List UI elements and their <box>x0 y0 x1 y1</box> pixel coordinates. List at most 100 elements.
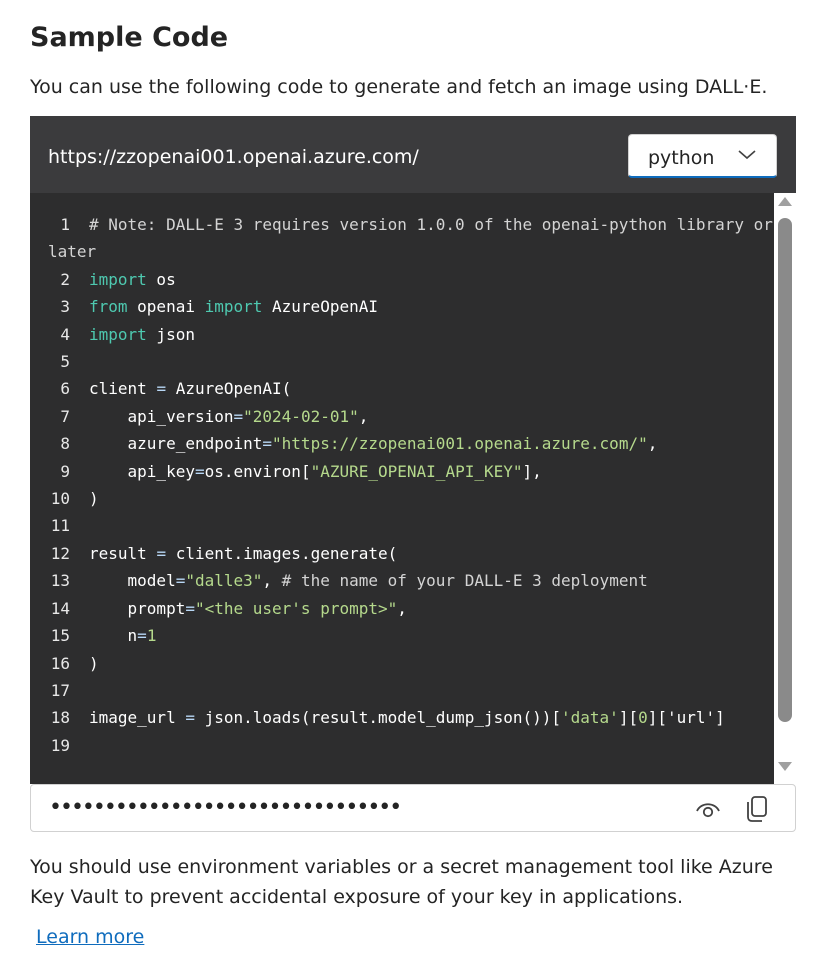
api-key-field[interactable]: •••••••••••••••••••••••••••••••• <box>30 784 796 832</box>
language-dropdown[interactable]: python <box>628 134 777 178</box>
line-number: 15 <box>50 626 70 646</box>
code-token: 1 <box>146 626 157 646</box>
section-title: Sample Code <box>30 22 229 53</box>
code-token: image_url <box>89 708 186 728</box>
code-token: azure_endpoint <box>89 434 263 454</box>
code-token: ], <box>522 461 542 481</box>
code-token: api_version <box>89 406 234 426</box>
code-line: 11 <box>30 512 774 539</box>
security-note: You should use environment variables or … <box>30 856 773 908</box>
code-scrollbar[interactable] <box>774 193 796 784</box>
api-key-masked-value: •••••••••••••••••••••••••••••••• <box>49 795 402 820</box>
code-token: ]['url'] <box>647 708 725 728</box>
line-number: 18 <box>50 708 70 728</box>
scrollbar-thumb[interactable] <box>778 218 792 722</box>
code-token: model <box>89 571 176 591</box>
code-token: os.environ[ <box>204 461 311 481</box>
line-number: 9 <box>60 461 70 481</box>
code-token: ) <box>89 653 99 673</box>
scroll-down-arrow-icon[interactable] <box>778 762 792 771</box>
code-line: 15 n=1 <box>30 622 774 649</box>
code-token: client.images.generate( <box>166 543 398 563</box>
code-token: AzureOpenAI <box>262 297 378 317</box>
language-dropdown-value: python <box>648 147 715 169</box>
code-token: api_key <box>89 461 195 481</box>
code-token: = <box>194 461 205 481</box>
code-line: 19 <box>30 732 774 759</box>
code-token: "<the user's prompt>" <box>194 598 398 618</box>
code-token: , <box>358 406 369 426</box>
endpoint-url: https://zzopenai001.openai.azure.com/ <box>48 146 419 168</box>
code-token: json <box>146 324 195 344</box>
code-line: 6 client = AzureOpenAI( <box>30 375 774 402</box>
line-number: 17 <box>50 680 70 700</box>
line-number: 12 <box>50 543 70 563</box>
line-number: 3 <box>60 297 70 317</box>
line-number: 1 <box>60 215 70 234</box>
code-token: os <box>146 269 176 289</box>
code-block: 1# Note: DALL-E 3 requires version 1.0.0… <box>30 211 774 759</box>
code-token: import <box>89 324 147 344</box>
code-token: 'data' <box>561 708 619 728</box>
code-token: "dalle3" <box>185 571 263 591</box>
code-line: 10) <box>30 485 774 512</box>
code-token: = <box>175 571 186 591</box>
code-token: import <box>89 269 147 289</box>
line-number: 5 <box>60 352 70 372</box>
code-token: "2024-02-01" <box>243 406 359 426</box>
code-line: 8 azure_endpoint="https://zzopenai001.op… <box>30 430 774 457</box>
code-token: = <box>233 406 244 426</box>
code-token: result <box>89 543 157 563</box>
code-panel: https://zzopenai001.openai.azure.com/ py… <box>30 116 796 784</box>
scroll-up-arrow-icon[interactable] <box>778 197 792 206</box>
code-token: = <box>156 379 167 399</box>
code-token: # Note: DALL-E 3 requires version 1.0.0 … <box>48 215 773 262</box>
code-panel-header: https://zzopenai001.openai.azure.com/ py… <box>30 116 796 193</box>
code-token: openai <box>127 297 205 317</box>
line-number: 16 <box>50 653 70 673</box>
line-number: 11 <box>50 516 70 536</box>
code-token: = <box>156 543 167 563</box>
learn-more-link[interactable]: Learn more <box>36 926 145 948</box>
line-number: 13 <box>50 571 70 591</box>
code-line: 12 result = client.images.generate( <box>30 540 774 567</box>
code-line: 7 api_version="2024-02-01", <box>30 403 774 430</box>
code-token: ][ <box>618 708 639 728</box>
code-token: = <box>185 598 195 618</box>
code-token: 0 <box>638 708 648 728</box>
code-token: , <box>647 434 658 454</box>
code-token: client <box>89 379 157 399</box>
code-token: = <box>137 626 147 646</box>
code-line: 17 <box>30 677 774 704</box>
code-line: 16) <box>30 650 774 677</box>
code-line: 14 prompt="<the user's prompt>", <box>30 595 774 622</box>
code-line: 9 api_key=os.environ["AZURE_OPENAI_API_K… <box>30 458 774 485</box>
code-line: 5 <box>30 348 774 375</box>
code-viewer[interactable]: 1# Note: DALL-E 3 requires version 1.0.0… <box>30 193 774 784</box>
copy-icon[interactable] <box>745 795 769 823</box>
line-number: 6 <box>60 379 70 399</box>
line-number: 19 <box>50 735 70 755</box>
code-line: 18 image_url = json.loads(result.model_du… <box>30 704 774 731</box>
eye-icon[interactable] <box>695 797 721 821</box>
section-description: You can use the following code to genera… <box>30 76 768 98</box>
code-line: 1# Note: DALL-E 3 requires version 1.0.0… <box>30 211 774 266</box>
code-token: = <box>262 434 273 454</box>
code-token: , <box>397 598 407 618</box>
code-token: AzureOpenAI( <box>166 379 292 399</box>
code-token: ) <box>89 489 99 509</box>
code-token: json.loads(result.model_dump_json())[ <box>194 708 562 728</box>
chevron-down-icon <box>738 150 756 160</box>
code-line: 13 model="dalle3", # the name of your DA… <box>30 567 774 594</box>
line-number: 14 <box>50 598 70 618</box>
line-number: 10 <box>50 489 70 509</box>
code-token: = <box>185 708 195 728</box>
code-token: n <box>89 626 138 646</box>
code-token: # the name of your DALL-E 3 deployment <box>281 571 648 591</box>
code-token: prompt <box>89 598 186 618</box>
line-number: 8 <box>60 434 70 454</box>
code-token: , <box>262 571 282 591</box>
